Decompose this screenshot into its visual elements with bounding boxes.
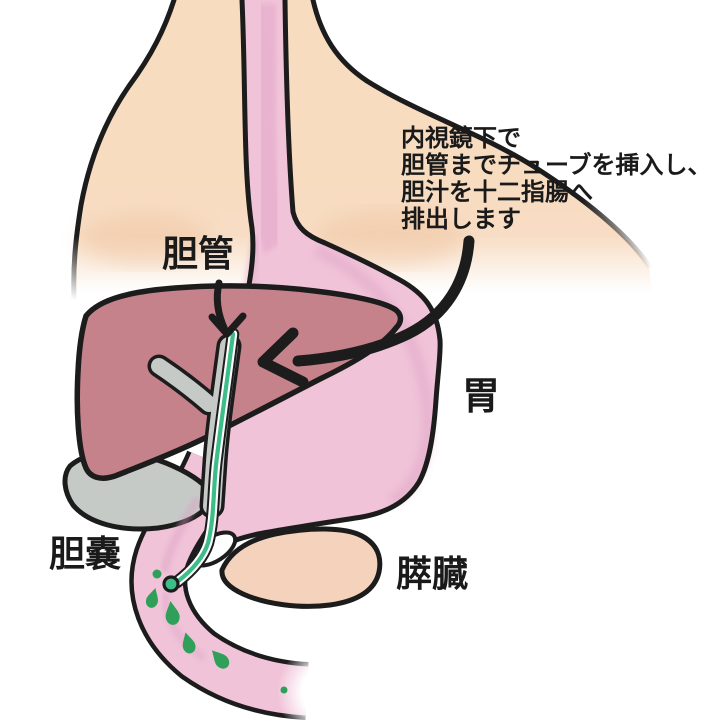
bile-droplet — [152, 569, 162, 579]
drainage-tube — [170, 327, 240, 589]
annotation-line: 胆汁を十二指腸へ — [401, 178, 593, 206]
annotation-text: 内視鏡下で 胆管までチューブを挿入し、 胆汁を十二指腸へ 排出します — [401, 124, 712, 233]
papilla-bulb — [162, 575, 180, 593]
annotation-line: 排出します — [401, 205, 521, 233]
bile-droplet — [280, 686, 288, 694]
label-stomach: 胃 — [462, 374, 500, 418]
annotation-arrow — [257, 235, 475, 388]
chest-shading — [80, 210, 465, 266]
bile-droplets — [144, 569, 288, 694]
stomach-outline-right — [215, 0, 443, 551]
pancreas-shape — [219, 526, 383, 609]
bile-duct-arrow — [208, 279, 247, 338]
liver-shape — [74, 283, 404, 481]
hepatic-duct-branch — [151, 358, 217, 412]
annotation-line: 胆管までチューブを挿入し、 — [401, 151, 712, 179]
annotation-line: 内視鏡下で — [401, 124, 521, 152]
label-pancreas: 膵臓 — [396, 554, 468, 595]
neck-outline-left — [71, 0, 177, 301]
label-bile-duct: 胆管 — [162, 234, 234, 275]
bowel-fade — [268, 630, 392, 728]
label-gallbladder: 胆嚢 — [49, 534, 121, 575]
torso-skin — [72, 0, 655, 318]
neck-outline-right — [310, 0, 652, 269]
